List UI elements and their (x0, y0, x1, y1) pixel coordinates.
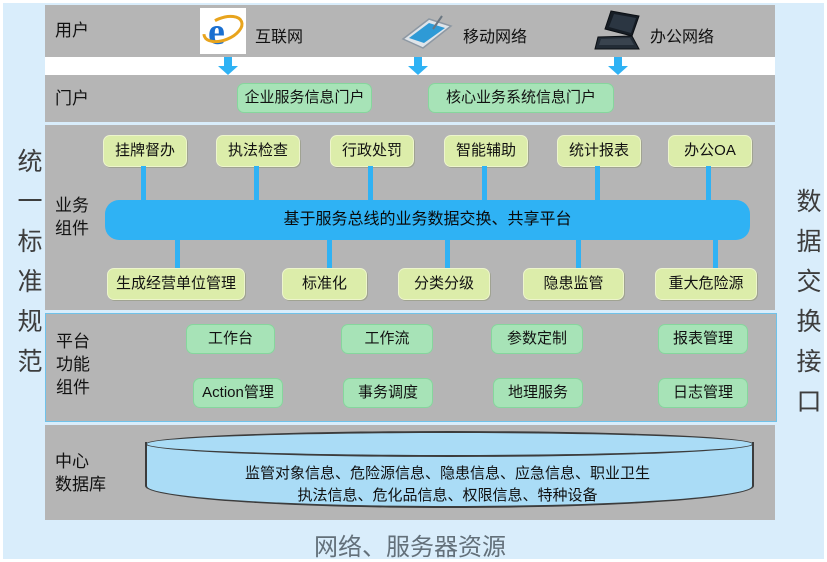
platform-components-section: 平台 功能 组件 工作台 工作流 参数定制 报表管理 Action管理 事务调度… (45, 313, 777, 422)
mobile-tablet-icon (397, 13, 455, 56)
office-network-label: 办公网络 (650, 29, 715, 46)
platform-box-log: 日志管理 (658, 378, 748, 408)
connector-line (445, 240, 450, 268)
database-contents-line2: 执法信息、危化品信息、权限信息、特种设备 (297, 486, 598, 504)
connector-line (368, 166, 373, 200)
connector-line (141, 166, 146, 200)
connector-line (713, 240, 718, 268)
business-top-box-4: 智能辅助 (444, 135, 528, 167)
business-top-box-3: 行政处罚 (330, 135, 414, 167)
internet-explorer-icon: e (200, 8, 246, 54)
portal-layer-section: 门户 企业服务信息门户 核心业务系统信息门户 (45, 75, 775, 122)
database-contents-line1: 监管对象信息、危险源信息、隐患信息、应急信息、职业卫生 (244, 465, 650, 482)
user-layer-section: 用户 e 互联网 移动网络 办公网络 (45, 5, 775, 57)
connector-line (482, 166, 487, 200)
left-vertical-label: 统一标准规范 (14, 148, 41, 388)
right-vertical-label: 数据交换接口 (793, 188, 820, 428)
business-components-label: 业务 组件 (55, 196, 89, 238)
business-bottom-box-4: 隐患监管 (523, 268, 624, 300)
platform-box-report: 报表管理 (658, 324, 748, 354)
footer-caption: 网络、服务器资源 (314, 535, 506, 561)
portal-box-enterprise: 企业服务信息门户 (237, 83, 372, 113)
business-bottom-box-2: 标准化 (282, 268, 367, 300)
connector-line (327, 240, 332, 268)
business-top-box-5: 统计报表 (557, 135, 641, 167)
database-cylinder-top (145, 431, 754, 457)
platform-box-workbench: 工作台 (186, 324, 275, 354)
down-arrow-icon (408, 57, 428, 75)
platform-components-label: 平台 功能 组件 (56, 332, 90, 397)
service-bus-bar: 基于服务总线的业务数据交换、共享平台 (105, 200, 750, 240)
connector-line (595, 166, 600, 200)
business-components-section: 业务 组件 挂牌督办 执法检查 行政处罚 智能辅助 统计报表 办公OA 基于服务… (45, 125, 775, 310)
platform-box-workflow: 工作流 (341, 324, 433, 354)
database-contents: 监管对象信息、危险源信息、隐患信息、应急信息、职业卫生 执法信息、危化品信息、权… (145, 463, 750, 507)
business-top-box-6: 办公OA (668, 135, 752, 167)
platform-box-parameter: 参数定制 (491, 324, 583, 354)
laptop-icon (593, 9, 643, 60)
business-bottom-box-5: 重大危险源 (655, 268, 757, 300)
business-bottom-box-3: 分类分级 (398, 268, 490, 300)
mobile-network-label: 移动网络 (463, 29, 528, 46)
down-arrow-icon (218, 57, 238, 75)
connector-line (576, 240, 581, 268)
business-top-box-1: 挂牌督办 (103, 135, 187, 167)
internet-label: 互联网 (255, 29, 304, 46)
portal-box-core-business: 核心业务系统信息门户 (428, 83, 614, 113)
business-top-box-2: 执法检查 (216, 135, 300, 167)
connector-line (254, 166, 259, 200)
portal-layer-label: 门户 (55, 89, 89, 108)
central-database-section: 中心 数据库 监管对象信息、危险源信息、隐患信息、应急信息、职业卫生 执法信息、… (45, 425, 775, 520)
central-database-label: 中心 数据库 (55, 452, 106, 494)
platform-box-action: Action管理 (193, 378, 283, 408)
business-bottom-box-1: 生成经营单位管理 (107, 268, 245, 300)
down-arrow-icon (608, 57, 628, 75)
platform-box-geo: 地理服务 (493, 378, 583, 408)
connector-line (175, 240, 180, 268)
user-layer-label: 用户 (55, 21, 89, 40)
platform-box-transaction: 事务调度 (343, 378, 433, 408)
user-portal-gap (45, 57, 775, 75)
connector-line (706, 166, 711, 200)
